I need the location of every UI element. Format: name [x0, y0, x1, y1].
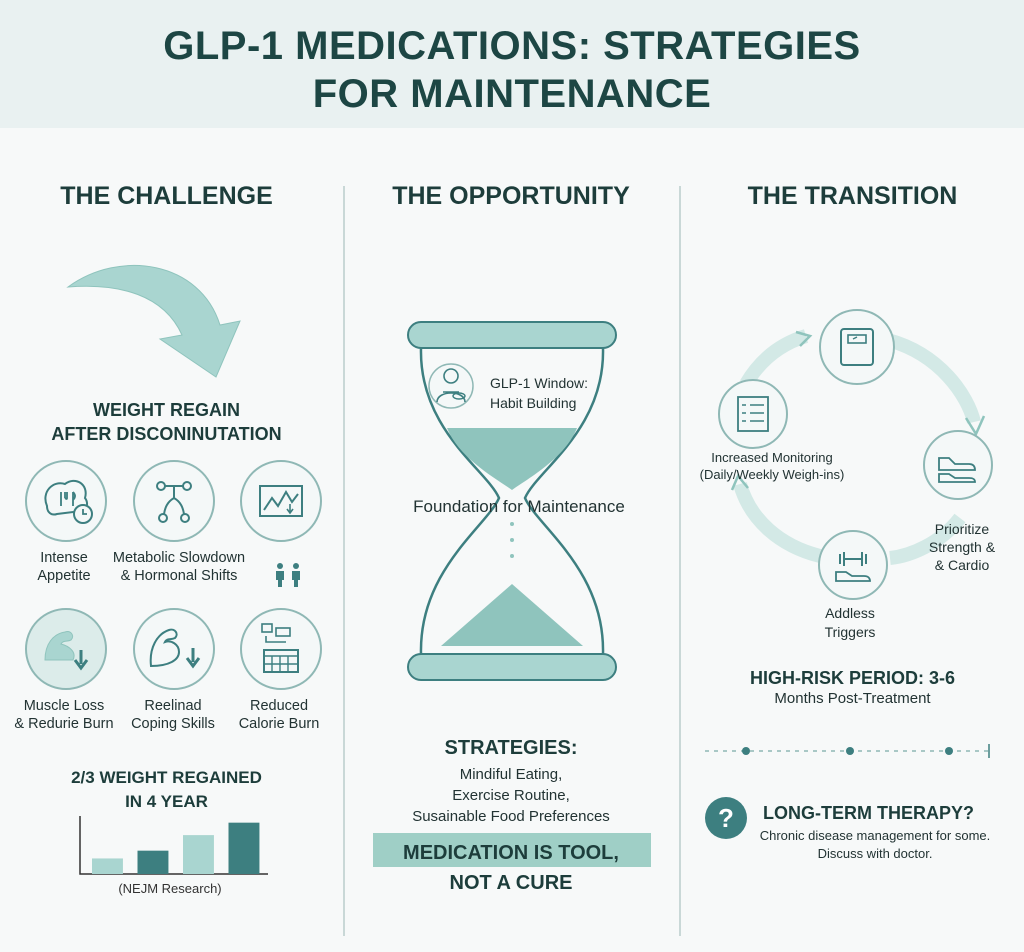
page-title: GLP-1 MEDICATIONS: STRATEGIES FOR MAINTE… — [0, 22, 1024, 118]
triggers-label: Addless Triggers — [790, 604, 910, 642]
muscle-loss-line-2: & Redurie Burn — [14, 716, 114, 732]
dumbbell-shoe-icon — [818, 530, 888, 600]
prioritize-line-1: Prioritize — [934, 521, 990, 537]
regain-stat-line-2: IN 4 YEAR — [125, 792, 208, 811]
source-label: (NEJM Research) — [118, 881, 222, 896]
appetite-line-2: Appetite — [37, 568, 91, 584]
transition-heading: THE TRANSITION — [747, 182, 958, 210]
prioritize-line-3: & Cardio — [934, 557, 990, 573]
strategies-list: Mindiful Eating, Exercise Routine, Susai… — [345, 764, 677, 827]
strategy-item: Mindiful Eating, — [459, 766, 563, 783]
checklist-icon — [718, 379, 788, 449]
calorie-label: Reduced Calorie Burn — [222, 697, 336, 733]
calorie-line-2: Calorie Burn — [238, 716, 320, 732]
calorie-line-1: Reduced — [249, 698, 309, 714]
tool-highlight-band — [373, 833, 651, 867]
opportunity-heading: THE OPPORTUNITY — [392, 182, 630, 210]
strategy-item: Exercise Routine, — [452, 787, 570, 804]
calendar-checklist-icon — [240, 608, 322, 690]
monitoring-line-1: Increased Monitoring — [711, 450, 833, 465]
curved-arrow-icon — [66, 265, 241, 378]
metabolic-line-2: & Hormonal Shifts — [120, 568, 238, 584]
strategies-heading: STRATEGIES: — [444, 737, 578, 759]
title-banner — [0, 0, 1024, 128]
muscle-loss-line-1: Muscle Loss — [23, 698, 105, 714]
tool-callout: MEDICATION IS TOOL, NOT A CURE — [345, 838, 677, 898]
strategy-item: Susainable Food Preferences — [412, 808, 610, 825]
chart-bar — [228, 822, 260, 874]
title-line-1: GLP-1 MEDICATIONS: STRATEGIES — [163, 24, 861, 68]
people-icon — [276, 563, 300, 587]
regain-stat-line-1: 2/3 WEIGHT REGAINED — [71, 768, 262, 787]
question-mark-glyph: ? — [718, 803, 734, 833]
triggers-line-2: Triggers — [824, 624, 876, 640]
appetite-line-1: Intense — [40, 550, 88, 566]
therapy-heading: LONG-TERM THERAPY? — [763, 803, 974, 823]
risk-heading: HIGH-RISK PERIOD: 3-6 — [749, 668, 956, 688]
hourglass-icon — [407, 321, 617, 681]
prioritize-label: Prioritize Strength & & Cardio — [912, 520, 1012, 574]
muscle-loss-label: Muscle Loss & Redurie Burn — [2, 697, 126, 733]
brain-clock-icon — [25, 460, 107, 542]
risk-timeline — [705, 744, 990, 758]
therapy-line-1: Chronic disease management for some. — [759, 828, 991, 843]
coping-line-1: Reelinad — [144, 698, 202, 714]
cycle-arrows — [730, 329, 986, 565]
coping-label: Reelinad Coping Skills — [118, 697, 228, 733]
chart-bar — [137, 850, 169, 874]
downtrend-chart-icon — [240, 460, 322, 542]
tool-line-1: MEDICATION IS TOOL, — [403, 842, 619, 864]
metabolic-line-1: Metabolic Slowdown — [112, 550, 246, 566]
risk-subtext: Months Post-Treatment — [774, 690, 931, 707]
monitoring-label: Increased Monitoring (Daily/Weekly Weigh… — [682, 449, 862, 483]
appetite-label: Intense Appetite — [10, 549, 118, 585]
coping-line-2: Coping Skills — [131, 716, 215, 732]
column-divider-left — [343, 186, 345, 936]
question-mark-icon: ? — [705, 797, 747, 839]
sneaker-icon — [923, 430, 993, 500]
triggers-line-1: Addless — [825, 605, 875, 621]
title-line-2: FOR MAINTENANCE — [312, 72, 712, 116]
glp1-window-line-1: GLP-1 Window: — [490, 375, 589, 391]
foundation-label: Foundation for Maintenance — [413, 497, 625, 516]
monitoring-line-2: (Daily/Weekly Weigh-ins) — [699, 467, 845, 482]
metabolic-label: Metabolic Slowdown & Hormonal Shifts — [100, 549, 258, 585]
scale-icon — [819, 309, 895, 385]
hormone-molecule-icon — [133, 460, 215, 542]
chart-bar — [183, 835, 214, 874]
muscle-down-icon — [25, 608, 107, 690]
tool-line-2: NOT A CURE — [449, 872, 573, 894]
regain-heading: WEIGHT REGAIN AFTER DISCONINUTATION — [0, 398, 333, 446]
regain-line-1: WEIGHT REGAIN — [93, 400, 240, 420]
regain-stat: 2/3 WEIGHT REGAINED IN 4 YEAR — [0, 766, 333, 814]
regain-line-2: AFTER DISCONINUTATION — [51, 424, 282, 444]
glp1-window-label: GLP-1 Window: Habit Building — [490, 373, 605, 413]
regain-bar-chart — [79, 816, 268, 875]
column-divider-right — [679, 186, 681, 936]
prioritize-line-2: Strength & — [928, 539, 996, 555]
therapy-line-2: Discuss with doctor. — [817, 846, 933, 861]
therapy-text: Chronic disease management for some. Dis… — [740, 827, 1010, 863]
glp1-window-line-2: Habit Building — [490, 395, 577, 411]
flexed-arm-down-icon — [133, 608, 215, 690]
chart-bar — [92, 858, 123, 874]
challenge-heading: THE CHALLENGE — [60, 182, 273, 210]
